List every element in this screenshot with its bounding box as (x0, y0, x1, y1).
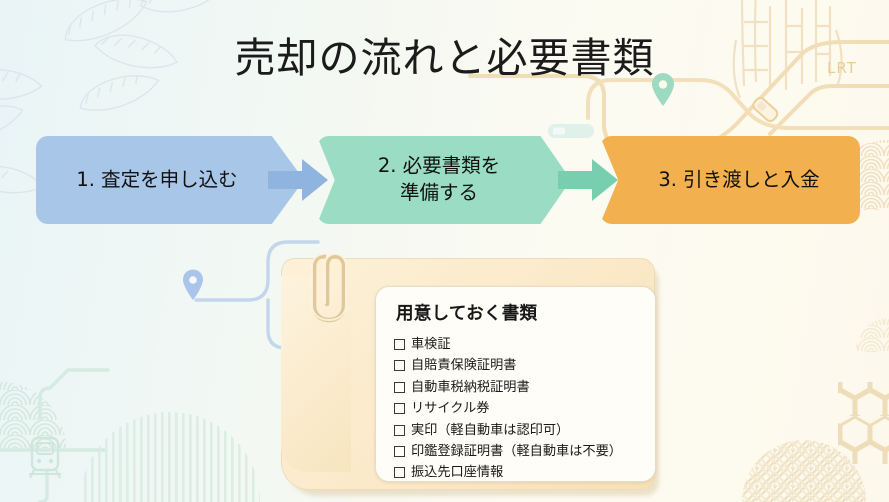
step-1-arrow-icon (268, 159, 328, 201)
list-item-label: 実印（軽自動車は認印可） (411, 422, 570, 438)
document-card: 用意しておく書類 車検証 自賠責保険証明書 自動車税納税証明書 リサイクル券 実… (281, 252, 661, 496)
tram-side-icon-top (548, 124, 594, 138)
list-item[interactable]: 車検証 (394, 334, 639, 355)
list-item-label: 印鑑登録証明書（軽自動車は不要） (411, 443, 622, 459)
checkbox-icon[interactable] (394, 424, 405, 436)
list-item-label: 自動車税納税証明書 (411, 379, 530, 395)
list-item[interactable]: リサイクル券 (394, 398, 639, 419)
list-item[interactable]: 実印（軽自動車は認印可） (394, 420, 639, 441)
checkbox-icon[interactable] (394, 381, 405, 393)
process-step-3-label: 3. 引き渡しと入金 (658, 167, 820, 191)
building-outline-pattern (732, 0, 843, 99)
process-step-2-line-2: 準備する (399, 181, 478, 204)
page-title: 売却の流れと必要書類 (234, 34, 655, 82)
route-line-orange (586, 78, 889, 130)
seigaiha-wave-pattern-right-edge (855, 318, 889, 352)
document-list-title: 用意しておく書類 (396, 304, 538, 324)
document-note-panel: 用意しておく書類 車検証 自賠責保険証明書 自動車税納税証明書 リサイクル券 実… (375, 286, 656, 482)
process-step-2-line-1: 2. 必要書類を (377, 154, 501, 178)
map-pin-green (652, 73, 674, 106)
list-item[interactable]: 自賠責保険証明書 (394, 355, 639, 376)
process-step-2-label: 2. 必要書類を 準備する (378, 153, 500, 207)
tram-icon (29, 436, 61, 479)
process-step-3[interactable]: 3. 引き渡しと入金 (600, 136, 860, 224)
list-item-label: 振込先口座情報 (411, 465, 504, 481)
list-item-label: 車検証 (411, 337, 451, 352)
list-item[interactable]: 印鑑登録証明書（軽自動車は不要） (394, 441, 639, 462)
paperclip-icon (311, 252, 347, 323)
process-step-2[interactable]: 2. 必要書類を 準備する (317, 136, 571, 224)
checkbox-icon[interactable] (394, 467, 405, 479)
list-item[interactable]: 振込先口座情報 (394, 462, 639, 483)
vertical-stripe-arc-pattern (80, 412, 260, 502)
step-2-arrow-icon (558, 159, 618, 201)
checkbox-icon[interactable] (394, 403, 405, 415)
list-item-label: 自賠責保険証明書 (411, 358, 517, 374)
lrt-label: LRT (827, 59, 857, 77)
checkbox-icon[interactable] (394, 360, 405, 372)
list-item-label: リサイクル券 (411, 401, 490, 417)
checkbox-icon[interactable] (394, 445, 405, 457)
checkbox-icon[interactable] (394, 339, 405, 350)
list-item[interactable]: 自動車税納税証明書 (394, 377, 639, 398)
honeycomb-pattern (838, 382, 889, 464)
process-step-1[interactable]: 1. 査定を申し込む (36, 136, 304, 224)
lrt-tram-marker (752, 97, 779, 122)
process-step-1-label: 1. 査定を申し込む (76, 167, 238, 191)
map-pin-blue (183, 269, 203, 300)
